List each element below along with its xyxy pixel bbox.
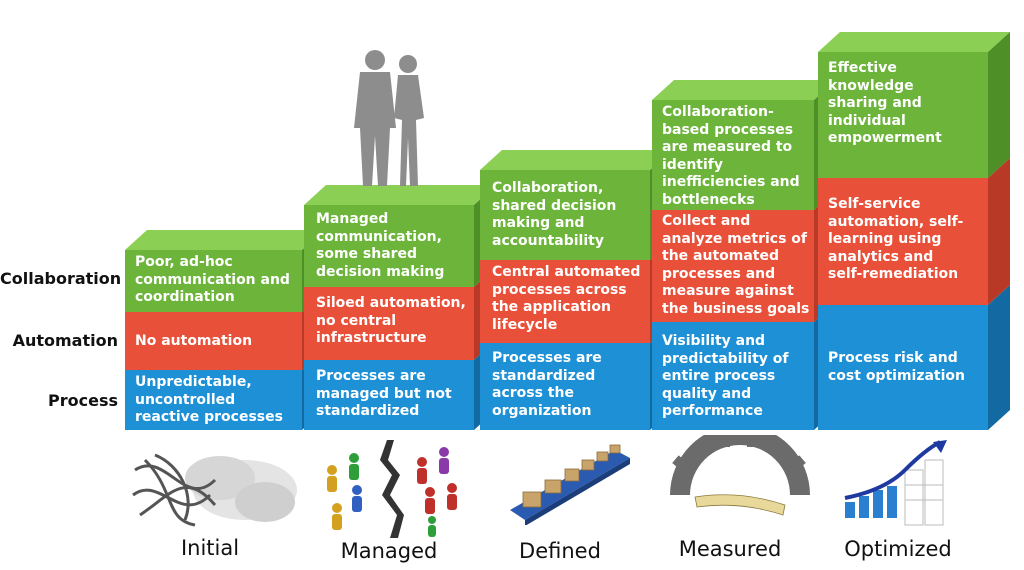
stage-label-measured: Measured xyxy=(678,537,782,561)
row-label-process: Process xyxy=(48,391,118,410)
optimized-automation-text: Self-service automation, self- learning … xyxy=(828,196,964,282)
initial-process-band xyxy=(125,370,302,430)
defined-automation-text: Central automated processes across the a… xyxy=(492,264,641,333)
defined-process-band xyxy=(480,343,650,430)
businesspeople-silhouette-icon xyxy=(354,50,424,186)
optimized-automation-band xyxy=(818,178,988,305)
initial-collaboration-text: Poor, ad-hoc communication and coordinat… xyxy=(135,254,290,305)
defined-process-text: Processes are standardized across the or… xyxy=(492,350,602,419)
measured-automation-band xyxy=(652,210,814,322)
optimized-collaboration-text: Effective knowledge sharing and individu… xyxy=(828,60,942,146)
measured-collaboration-text: Collaboration- based processes are measu… xyxy=(662,104,800,208)
row-label-collaboration: Collaboration xyxy=(0,269,122,288)
managed-automation-text: Siloed automation, no central infrastruc… xyxy=(316,295,466,346)
conveyor-boxes-icon xyxy=(510,444,630,525)
stage-label-managed: Managed xyxy=(340,539,438,563)
defined-top-face xyxy=(480,150,672,170)
defined-automation-band xyxy=(480,260,650,343)
optimized-top-face xyxy=(818,32,1010,52)
optimized-automation-side xyxy=(988,158,1010,305)
initial-collaboration-band xyxy=(125,250,302,312)
initial-automation-text: No automation xyxy=(135,333,253,349)
optimized-collaboration-band xyxy=(818,52,988,178)
growth-bar-chart-arrow-icon xyxy=(844,440,947,526)
managed-collaboration-band xyxy=(304,205,474,287)
gear-measuring-tape-icon xyxy=(670,435,810,516)
row-label-automation: Automation xyxy=(12,331,118,350)
initial-automation-band xyxy=(125,312,302,370)
optimized-process-text: Process risk and cost optimization xyxy=(828,350,966,384)
stage-label-optimized: Optimized xyxy=(844,537,952,561)
divided-people-crack-icon xyxy=(327,440,457,538)
managed-top-face xyxy=(304,185,496,205)
measured-top-face xyxy=(652,80,836,100)
managed-automation-band xyxy=(304,287,474,360)
managed-process-band xyxy=(304,360,474,430)
managed-process-text: Processes are managed but not standardiz… xyxy=(316,368,452,419)
optimized-collaboration-side xyxy=(988,32,1010,178)
optimized-process-side xyxy=(988,285,1010,430)
measured-process-band xyxy=(652,322,814,430)
initial-top-face xyxy=(125,230,324,250)
measured-collaboration-band xyxy=(652,100,814,210)
tangled-cables-cloud-icon xyxy=(132,453,297,527)
measured-process-text: Visibility and predictability of entire … xyxy=(662,333,789,419)
stage-label-initial: Initial xyxy=(180,536,240,560)
stage-label-defined: Defined xyxy=(519,539,601,563)
optimized-process-band xyxy=(818,305,988,430)
defined-collaboration-band xyxy=(480,170,650,260)
managed-collaboration-text: Managed communication, some shared decis… xyxy=(316,211,445,280)
defined-collaboration-text: Collaboration, shared decision making an… xyxy=(492,180,617,249)
initial-process-text: Unpredictable, uncontrolled reactive pro… xyxy=(135,374,283,425)
measured-automation-text: Collect and analyze metrics of the autom… xyxy=(662,213,810,317)
